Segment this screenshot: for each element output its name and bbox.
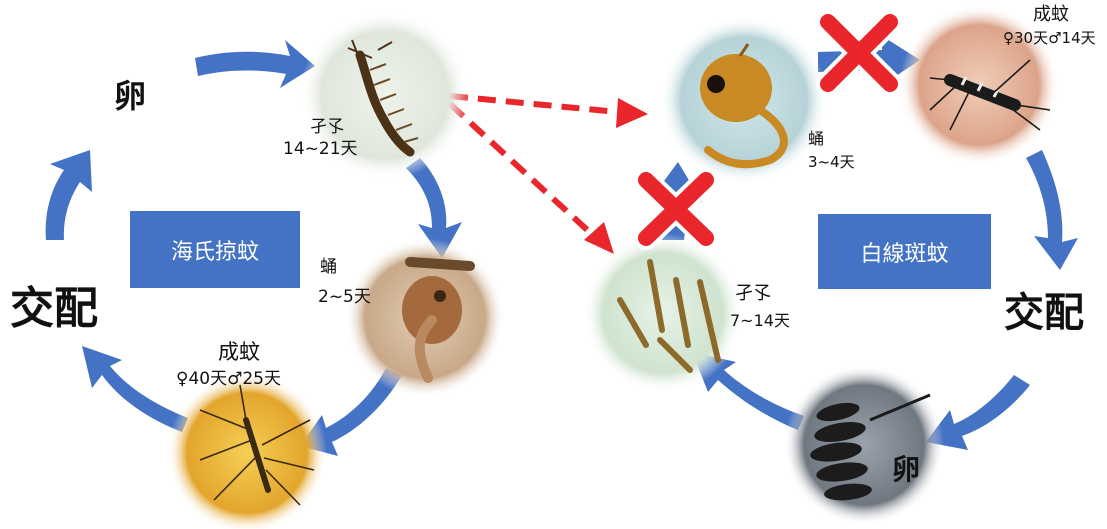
- species-title-box-right: 白線斑蚊: [818, 214, 991, 289]
- pupa-photo-right: [660, 16, 828, 184]
- egg-label-left: 卵: [114, 78, 146, 115]
- larva-duration-right: 7~14天: [730, 312, 790, 330]
- cycle-arrow-adult-to-mating: [82, 346, 188, 432]
- adult-name-left: 成蚊: [218, 340, 260, 364]
- pupa-photo-left: [345, 238, 505, 398]
- cycle-arrow-adult-to-mating-right: [1026, 150, 1078, 270]
- larva-duration-left: 14~21天: [283, 140, 358, 160]
- adult-photo-left: [167, 373, 327, 529]
- adult-lifespan-right: ♀30天♂14天: [1003, 30, 1096, 47]
- species-title-left: 海氏掠蚊: [171, 234, 259, 266]
- predation-arrow-to-larva: [450, 104, 614, 254]
- pupa-duration-right: 3~4天: [808, 154, 855, 171]
- egg-photo-right: [784, 365, 944, 525]
- species-title-right: 白線斑蚊: [860, 236, 948, 268]
- pupa-name-right: 蛹: [808, 130, 824, 148]
- species-title-box-left: 海氏掠蚊: [130, 211, 300, 288]
- larva-photo-right: [583, 233, 743, 393]
- pupa-duration-left: 2~5天: [318, 288, 371, 308]
- mating-label-left: 交配: [10, 284, 98, 335]
- mating-label-right: 交配: [1004, 290, 1084, 336]
- larva-name-left: 孑孓: [310, 118, 344, 138]
- pupa-name-left: 蛹: [320, 258, 337, 278]
- adult-lifespan-left: ♀40天♂25天: [176, 370, 281, 390]
- adult-name-right: 成蚊: [1033, 5, 1069, 26]
- cycle-arrow-egg-to-larva: [195, 40, 315, 88]
- egg-label-right: 卵: [892, 454, 920, 486]
- larva-name-right: 孑孓: [735, 284, 771, 305]
- cycle-arrow-mating-to-egg: [46, 150, 92, 240]
- predation-arrow-to-pupa: [450, 96, 648, 128]
